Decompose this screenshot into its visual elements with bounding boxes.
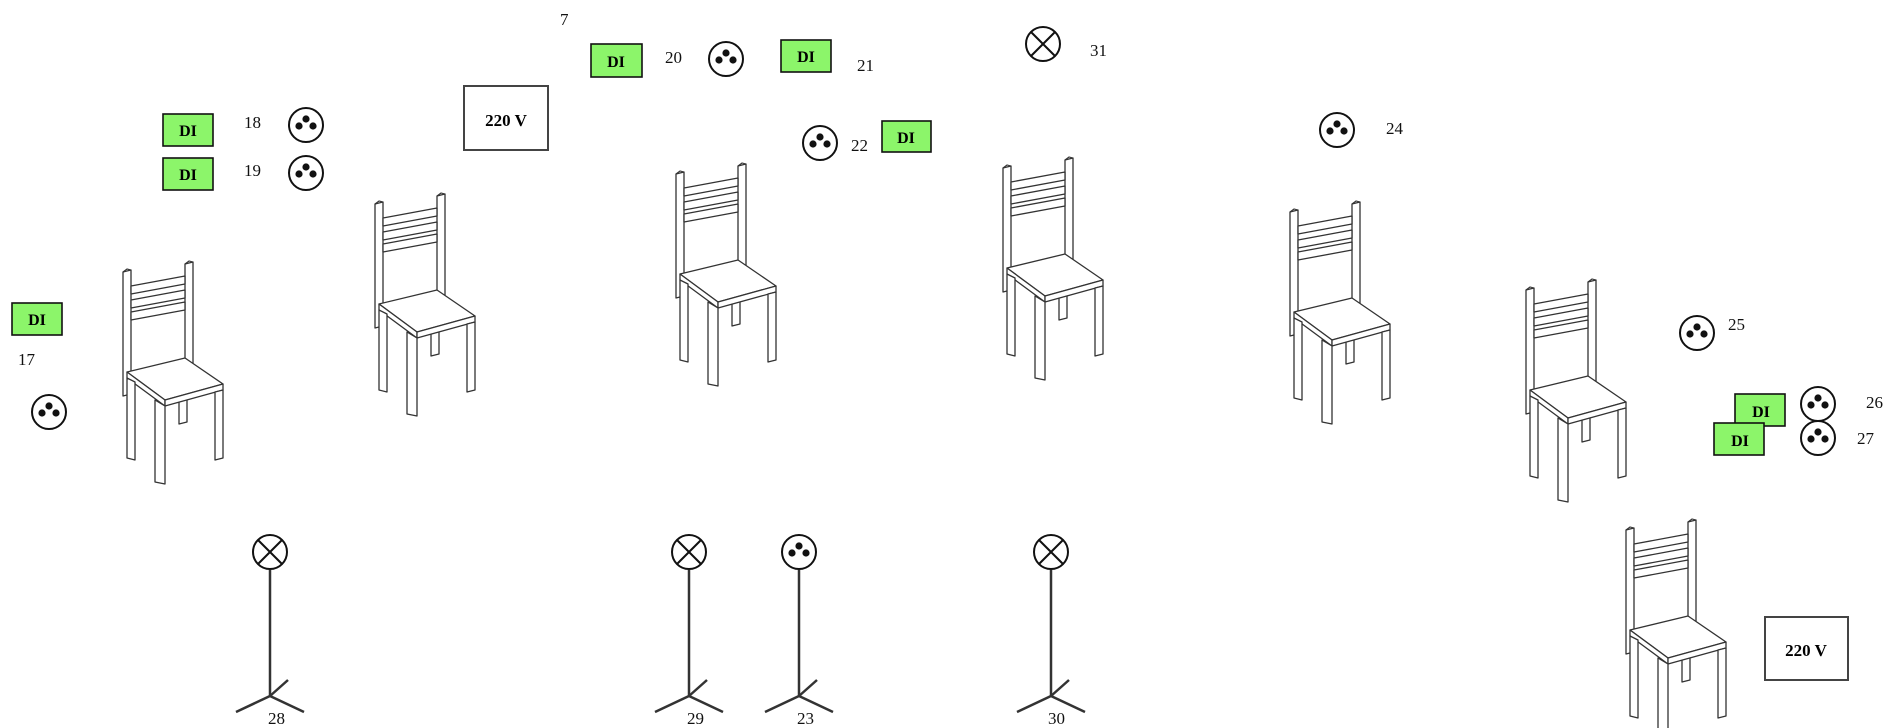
xlr-connector-icon	[803, 126, 837, 160]
channel-number: 28	[268, 709, 285, 728]
chair-icon	[375, 193, 475, 416]
channel-number: 21	[857, 56, 874, 75]
di-label: DI	[1752, 404, 1770, 421]
mic-stand-icon	[655, 570, 723, 712]
di-label: DI	[179, 167, 197, 184]
xlr-connector-icon	[1680, 316, 1714, 350]
di-label: DI	[607, 54, 625, 71]
mic-stand-icon	[765, 570, 833, 712]
channel-number: 18	[244, 113, 261, 132]
channel-number: 30	[1048, 709, 1065, 728]
di-box: DI	[163, 114, 213, 146]
lamp-icon	[1034, 535, 1068, 569]
lamp-icon	[672, 535, 706, 569]
di-box: DI	[781, 40, 831, 72]
di-box: DI	[1735, 394, 1785, 426]
chair-icon	[123, 261, 223, 484]
power-outlet-box: 220 V	[464, 86, 548, 150]
channel-number: 20	[665, 48, 682, 67]
xlr-connector-icon	[782, 535, 816, 569]
xlr-connector-icon	[289, 108, 323, 142]
di-box: DI	[163, 158, 213, 190]
xlr-connector-icon	[709, 42, 743, 76]
channel-number: 17	[18, 350, 36, 369]
channel-number: 19	[244, 161, 261, 180]
channel-number: 31	[1090, 41, 1107, 60]
di-label: DI	[1731, 433, 1749, 450]
channel-number: 27	[1857, 429, 1875, 448]
power-label: 220 V	[1785, 641, 1827, 660]
power-outlet-box: 220 V	[1765, 617, 1848, 680]
chair-icon	[1003, 157, 1103, 380]
mic-stand-icon	[1017, 570, 1085, 712]
chair-icon	[1526, 279, 1626, 502]
di-box: DI	[12, 303, 62, 335]
chair-icon	[676, 163, 776, 386]
channel-number: 29	[687, 709, 704, 728]
di-label: DI	[179, 123, 197, 140]
channel-number: 23	[797, 709, 814, 728]
channel-number: 24	[1386, 119, 1404, 138]
xlr-connector-icon	[1801, 421, 1835, 455]
mic-stand-icon	[236, 570, 304, 712]
power-label: 220 V	[485, 111, 527, 130]
channel-number: 22	[851, 136, 868, 155]
di-label: DI	[797, 49, 815, 66]
channel-number: 7	[560, 10, 569, 29]
chair-icon	[1290, 201, 1390, 424]
xlr-connector-icon	[32, 395, 66, 429]
di-box: DI	[591, 44, 642, 77]
xlr-connector-icon	[289, 156, 323, 190]
channel-number: 26	[1866, 393, 1883, 412]
xlr-connector-icon	[1801, 387, 1835, 421]
lamp-icon	[1026, 27, 1060, 61]
di-box: DI	[882, 121, 931, 152]
channel-number: 25	[1728, 315, 1745, 334]
di-label: DI	[897, 130, 915, 147]
xlr-connector-icon	[1320, 113, 1354, 147]
lamp-icon	[253, 535, 287, 569]
di-box: DI	[1714, 423, 1764, 455]
chair-icon	[1626, 519, 1726, 728]
di-label: DI	[28, 312, 46, 329]
